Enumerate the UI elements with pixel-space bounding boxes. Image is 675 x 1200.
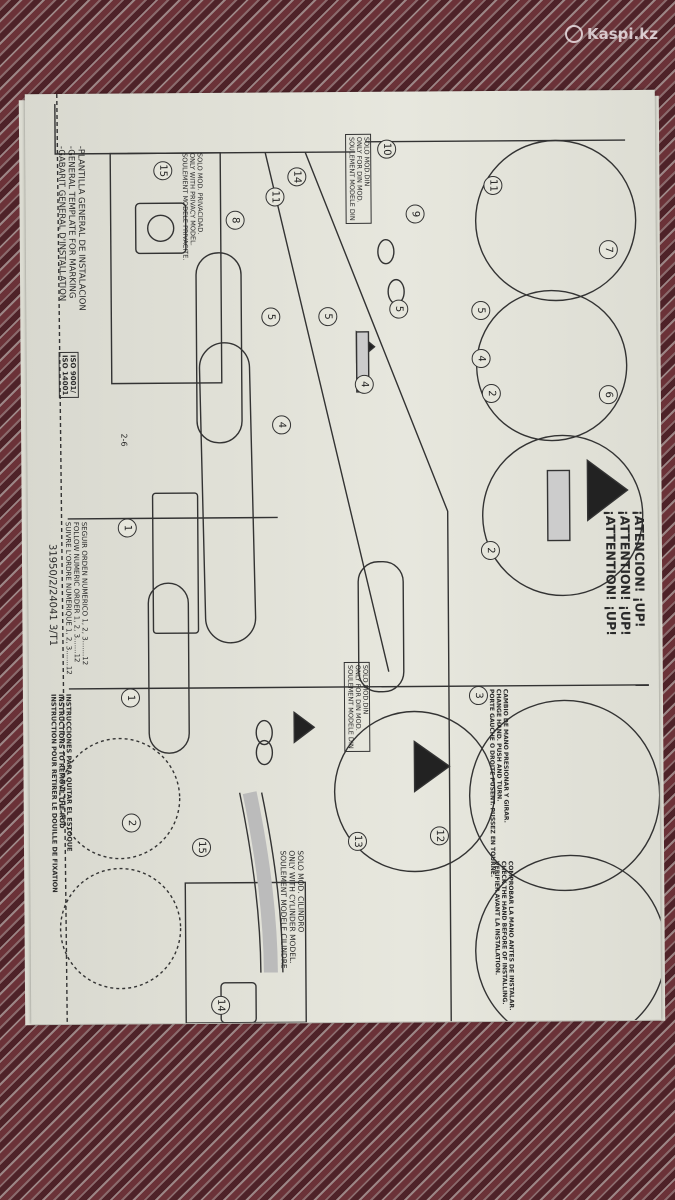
step-number: 2 (480, 540, 501, 561)
step-number: 5 (261, 307, 281, 327)
step-number: 2 (481, 383, 501, 404)
step-number: 5 (471, 300, 491, 321)
step-number: 5 (389, 299, 409, 319)
attention-text: ¡ATENCION! ¡UP!¡ATTENTION! ¡UP!¡ATTENTIO… (603, 509, 648, 636)
iso-badge: ISO 9001/ISO 14001 (58, 351, 79, 399)
step-number: 9 (405, 204, 425, 224)
detail-circle-module (475, 289, 628, 442)
privacy-only-note: SOLO MOD. PRIVACIDAD.ONLY WITH PRIVACY M… (180, 152, 205, 261)
detail-circle-hand (468, 699, 661, 892)
step-number: 14 (287, 167, 307, 187)
step-number: 15 (153, 161, 173, 181)
document-code: 31950/2/24041 3/T1 (46, 543, 59, 647)
template-title: -PLANTILLA GENERAL DE INSTALACION-GENERA… (55, 145, 87, 311)
step-number: 15 (191, 837, 212, 858)
step-number: 11 (265, 187, 285, 207)
step-number: 14 (211, 995, 231, 1015)
step-number: 1 (120, 688, 141, 708)
detail-circle-spindle (482, 434, 644, 597)
step-number: 4 (354, 374, 374, 394)
detail-circle-din (333, 710, 496, 873)
step-number: 12 (429, 826, 450, 846)
change-hand-text: CAMBIO DE MANO PRESIONAR Y GIRAR.CHANGE … (487, 688, 510, 878)
step-number: 4 (272, 415, 292, 435)
step-number: 10 (377, 139, 397, 159)
assembly-diagram (54, 93, 662, 1025)
step-number: 6 (598, 385, 618, 405)
warning-icon (413, 740, 451, 793)
kaspi-watermark: Kaspi.kz (565, 25, 658, 43)
step-number: 5 (318, 307, 338, 327)
check-hand-text: COMPROBAR LA MANO ANTES DE INSTALAR.CHEC… (493, 860, 515, 1011)
step-number: 2-6 (119, 433, 129, 447)
detail-circle-check (475, 854, 662, 1025)
step-number: 4 (471, 348, 491, 369)
watermark-text: Kaspi.kz (587, 25, 658, 43)
detail-circle-battery (474, 139, 637, 302)
step-number: 2 (121, 813, 141, 833)
instruction-sheet: ¡ATENCION! ¡UP!¡ATTENTION! ¡UP!¡ATTENTIO… (24, 89, 662, 1025)
kaspi-logo-icon (565, 25, 583, 43)
step-number: 3 (468, 685, 489, 706)
step-number: 8 (225, 210, 245, 230)
step-number: 11 (483, 175, 503, 196)
warning-icon (586, 458, 629, 522)
step-number: 13 (347, 831, 368, 851)
step-number: 1 (117, 518, 137, 538)
warning-icon (293, 710, 316, 744)
step-number: 7 (598, 240, 618, 260)
